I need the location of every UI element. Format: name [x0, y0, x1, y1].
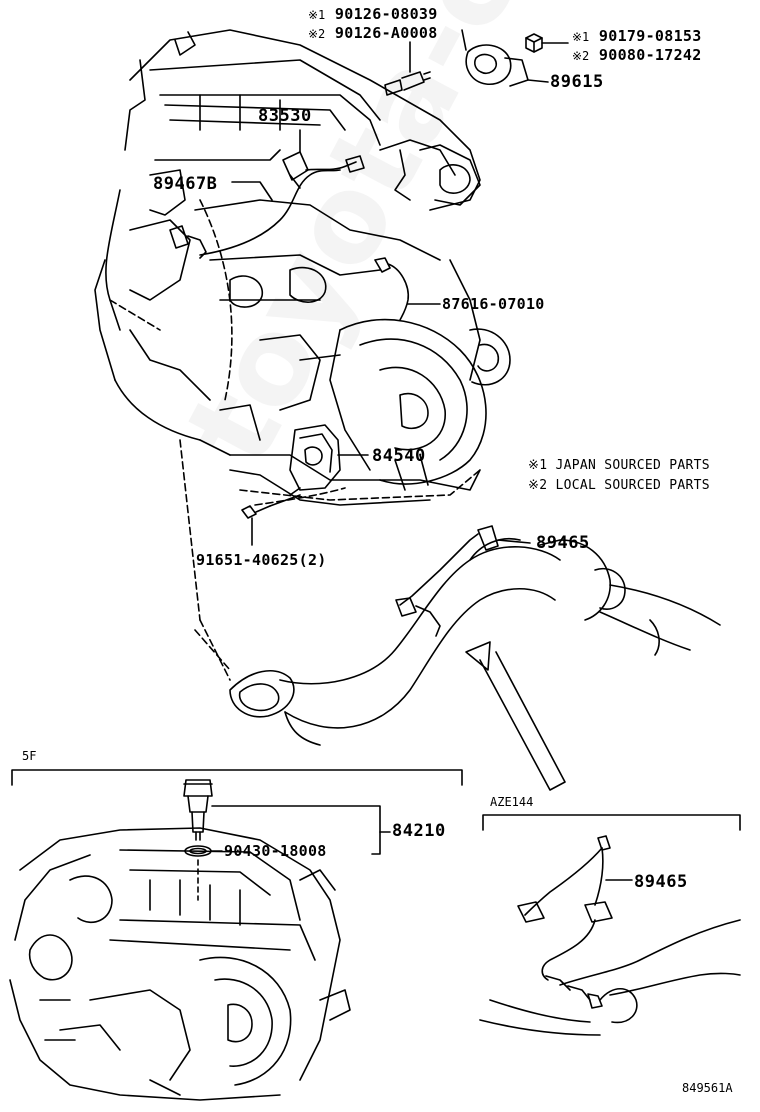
note-japan-text: JAPAN SOURCED PARTS [555, 458, 710, 473]
part-number-83530: 83530 [258, 106, 312, 126]
part-number-90126-local: 90126-A0008 [334, 24, 438, 42]
oxygen-sensor-89465-top [395, 525, 531, 637]
note-local-sourced: ※2 LOCAL SOURCED PARTS [528, 479, 710, 492]
knock-sensor-89615 [461, 29, 549, 87]
part-number-89615: 89615 [550, 72, 604, 92]
note-japan-sourced: ※1 JAPAN SOURCED PARTS [528, 459, 710, 472]
section-label-5f: 5F [22, 749, 37, 763]
section-5f-bracket [11, 769, 463, 786]
o-ring-90430 [184, 845, 223, 857]
oil-pressure-switch-83530 [282, 129, 365, 189]
section-aze144-bracket [482, 814, 741, 831]
bolt-91651 [241, 494, 301, 546]
aze144-exhaust-pipe [479, 919, 741, 1036]
japan-mark: ※1 [308, 8, 326, 22]
part-number-90430-18008: 90430-18008 [224, 842, 327, 860]
part-number-89467B: 89467B [153, 174, 218, 194]
oxygen-sensor-89465-bottom [517, 835, 633, 1009]
speed-sensor-84210 [183, 779, 391, 901]
local-mark: ※2 [572, 49, 590, 63]
clamp-87616 [374, 257, 441, 321]
part-number-84540: 84540 [372, 446, 426, 466]
callout-90126: ※1 90126-08039 ※2 90126-A0008 [308, 6, 438, 41]
oxygen-sensor-89467B [169, 169, 341, 259]
part-number-84210: 84210 [392, 821, 446, 841]
neutral-start-switch-84540 [289, 424, 369, 496]
japan-mark: ※1 [528, 458, 548, 473]
note-local-text: LOCAL SOURCED PARTS [555, 478, 710, 493]
part-number-90126-japan: 90126-08039 [334, 5, 438, 23]
bolt-90126 [384, 41, 431, 96]
nut-90179 [525, 33, 569, 53]
view-arrow [465, 641, 566, 791]
part-number-91651-40625: 91651-40625(2) [196, 551, 327, 569]
local-mark: ※2 [528, 478, 548, 493]
engine-assembly [94, 29, 511, 506]
callout-90179: ※1 90179-08153 ※2 90080-17242 [572, 28, 702, 63]
part-number-90179-local: 90080-17242 [598, 46, 702, 64]
part-number-90179-japan: 90179-08153 [598, 27, 702, 45]
figure-id: 849561A [682, 1081, 733, 1095]
local-mark: ※2 [308, 27, 326, 41]
exhaust-pipe [179, 439, 721, 746]
part-number-89465-bottom: 89465 [634, 872, 688, 892]
japan-mark: ※1 [572, 30, 590, 44]
transmission-5f [9, 827, 351, 1101]
part-number-87616-07010: 87616-07010 [442, 295, 545, 313]
part-number-89465-top: 89465 [536, 533, 590, 553]
section-label-aze144: AZE144 [490, 795, 534, 809]
